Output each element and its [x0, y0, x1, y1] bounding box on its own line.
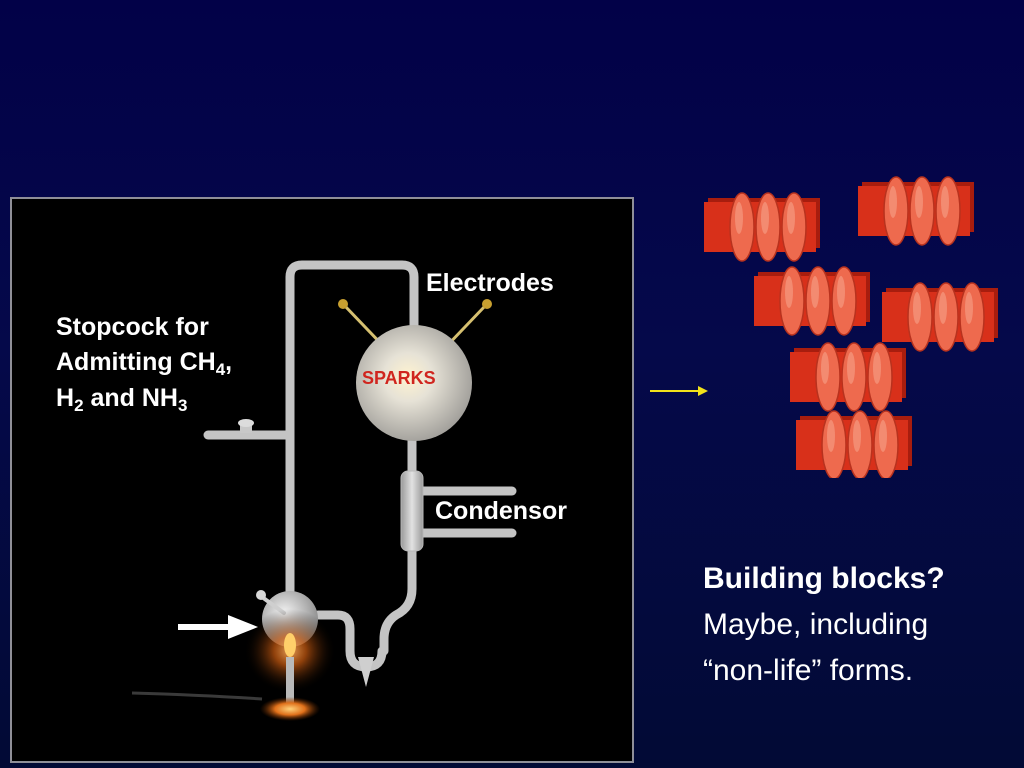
apparatus-diagram [131, 260, 517, 721]
molecule-block-icon [790, 342, 906, 412]
electrodes-label: Electrodes [426, 269, 554, 297]
caption: Building blocks? Maybe, including “non-l… [703, 556, 1023, 694]
condenser-jacket [400, 470, 424, 552]
stopcock-label-line3: H2 and NH3 [56, 384, 188, 415]
stopcock-label-line2: Admitting CH4, [56, 348, 233, 379]
glass-tubing [203, 260, 517, 672]
condensor-label: Condensor [435, 497, 567, 525]
gas-hose [131, 691, 263, 701]
stopcock-valve [238, 419, 254, 433]
spark-chamber-bulb [356, 325, 472, 441]
molecule-block-icon [858, 176, 974, 246]
molecule-block-icon [754, 266, 870, 336]
molecule-block-icon [882, 282, 998, 352]
stopcock-label-line1: Stopcock for [56, 313, 209, 341]
building-blocks-illustration [704, 176, 998, 478]
electrode-tip-left [338, 299, 348, 309]
molecule-block-icon [796, 410, 912, 478]
caption-heading: Building blocks? [703, 562, 945, 595]
right-arrow-icon [650, 386, 708, 396]
drain-tip [358, 657, 374, 687]
white-right-arrow-icon [178, 615, 258, 639]
burner-stem [286, 657, 294, 703]
caption-line-3: “non-life” forms. [703, 654, 914, 687]
electrode-tip-right [482, 299, 492, 309]
caption-line-2: Maybe, including [703, 608, 929, 641]
sparks-label: SPARKS [362, 368, 436, 388]
miller-urey-apparatus-figure: Electrodes Stopcock for Admitting CH4, H… [10, 197, 634, 763]
burner-base-glow [260, 697, 320, 721]
molecule-block-icon [704, 192, 820, 262]
flame-icon [284, 633, 296, 657]
